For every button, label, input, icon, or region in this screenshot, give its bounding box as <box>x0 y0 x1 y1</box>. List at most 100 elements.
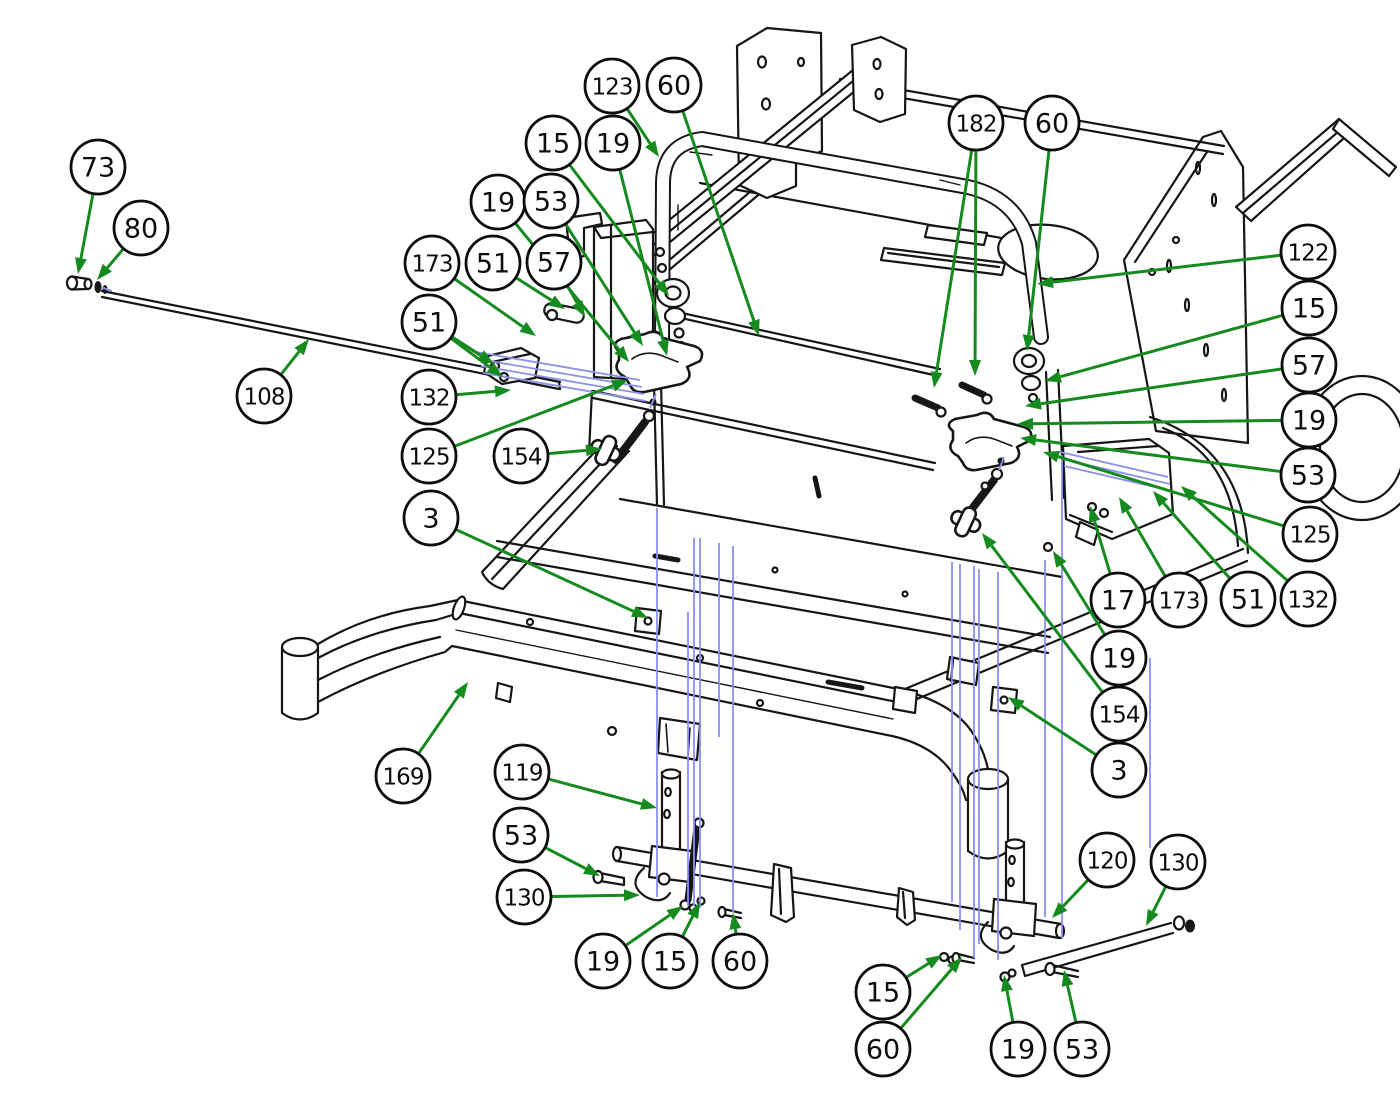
balloon-number: 73 <box>81 153 115 184</box>
leader-line <box>547 777 642 806</box>
balloon-circle <box>1090 741 1148 799</box>
roller-bar-assembly <box>592 768 1195 983</box>
leader-arrowhead <box>519 321 536 336</box>
callout-19: 19 <box>1017 391 1338 449</box>
balloon-circle <box>641 932 699 990</box>
leader-arrowhead <box>1001 975 1013 992</box>
balloon-number: 53 <box>1291 461 1325 492</box>
balloon-number: 173 <box>1159 588 1200 614</box>
leader-arrowhead <box>453 682 468 699</box>
balloon-circle <box>854 1020 912 1078</box>
callout-173: 173 <box>1119 497 1208 629</box>
balloon-number: 154 <box>501 444 542 470</box>
callout-60: 60 <box>1022 94 1081 351</box>
engine-deck <box>620 181 1099 499</box>
machine-line-art <box>65 26 1400 983</box>
leader-line <box>625 107 652 145</box>
callout-169: 169 <box>374 682 468 805</box>
spring-highlight-line <box>1059 451 1169 478</box>
callout-108: 108 <box>235 339 309 425</box>
leader-line <box>1052 253 1282 284</box>
balloon-circle <box>400 427 458 485</box>
leader-arrowhead <box>1052 902 1068 918</box>
leader-arrowhead <box>982 533 997 550</box>
leader-line <box>1066 985 1078 1024</box>
leader-arrowhead <box>1088 506 1101 524</box>
balloon-circle <box>854 963 912 1021</box>
leader-arrowhead <box>947 957 962 974</box>
callout-51: 51 <box>400 293 503 377</box>
callout-60: 60 <box>645 56 760 336</box>
balloon-number: 51 <box>1231 585 1265 616</box>
balloon-number: 57 <box>537 248 571 279</box>
callout-51: 51 <box>1153 491 1277 628</box>
leader-line <box>564 222 636 334</box>
leader-arrowhead <box>654 279 669 296</box>
leader-line <box>681 110 756 322</box>
leader-line <box>899 968 953 1030</box>
balloon-circle <box>1053 1020 1111 1078</box>
leader-line <box>905 962 930 979</box>
leader-arrowhead <box>1146 909 1159 926</box>
leader-line <box>1093 520 1112 575</box>
balloon-circle <box>492 427 550 485</box>
callout-53: 53 <box>1020 434 1337 504</box>
balloon-number: 122 <box>1288 240 1329 266</box>
callout-57: 57 <box>525 233 585 317</box>
leader-arrowhead <box>639 798 657 810</box>
balloon-circle <box>1280 279 1338 337</box>
balloon-number: 132 <box>409 385 450 411</box>
right-latch-assembly <box>947 346 1175 553</box>
balloon-circle <box>584 114 642 172</box>
balloon-circle <box>112 199 170 257</box>
balloon-circle <box>574 932 632 990</box>
callout-53: 53 <box>522 172 643 346</box>
leader-line <box>1151 885 1168 913</box>
leader-arrowhead <box>1022 334 1035 351</box>
leader-line <box>973 149 978 361</box>
leader-arrowhead <box>666 906 683 921</box>
balloon-circle <box>645 56 703 114</box>
leader-arrowhead <box>1020 434 1037 446</box>
balloon-circle <box>1090 629 1148 687</box>
leader-arrowhead <box>623 889 640 902</box>
balloon-number: 53 <box>504 821 538 852</box>
callout-15: 15 <box>1045 279 1338 383</box>
leader-arrowhead <box>1037 276 1054 289</box>
balloon-circle <box>493 743 551 801</box>
leader-arrowhead <box>1153 491 1169 507</box>
leader-line <box>455 389 496 397</box>
leader-line <box>1035 438 1282 474</box>
leader-line <box>1032 418 1283 426</box>
balloon-circle <box>1281 505 1339 563</box>
leader-line <box>1060 563 1107 636</box>
balloon-circle <box>711 932 769 990</box>
leader-line <box>547 448 587 456</box>
callout-19: 19 <box>584 114 669 356</box>
leader-arrowhead <box>1008 697 1025 711</box>
callout-53: 53 <box>1053 970 1111 1078</box>
balloon-number: 169 <box>383 764 424 790</box>
callout-154: 154 <box>492 427 602 485</box>
balloon-number: 19 <box>1001 1035 1035 1066</box>
balloon-number: 120 <box>1087 848 1128 874</box>
leader-line <box>680 915 695 938</box>
balloon-number: 108 <box>244 384 285 410</box>
balloon-number: 53 <box>534 187 568 218</box>
balloon-circle <box>400 293 458 351</box>
callout-80: 80 <box>97 199 170 280</box>
leader-arrowhead <box>494 385 511 398</box>
balloon-circle <box>495 868 553 926</box>
rear-panel <box>1122 129 1250 445</box>
leader-arrowhead <box>294 339 309 356</box>
balloon-circle <box>1279 223 1337 281</box>
leader-arrowhead <box>657 339 669 356</box>
balloon-number: 182 <box>956 111 997 137</box>
leader-arrowhead <box>1025 397 1042 410</box>
callout-130: 130 <box>1146 833 1207 926</box>
balloon-circle <box>402 489 460 547</box>
leader-arrowhead <box>1119 497 1133 514</box>
balloon-number: 57 <box>1292 351 1326 382</box>
leader-line <box>565 284 579 304</box>
